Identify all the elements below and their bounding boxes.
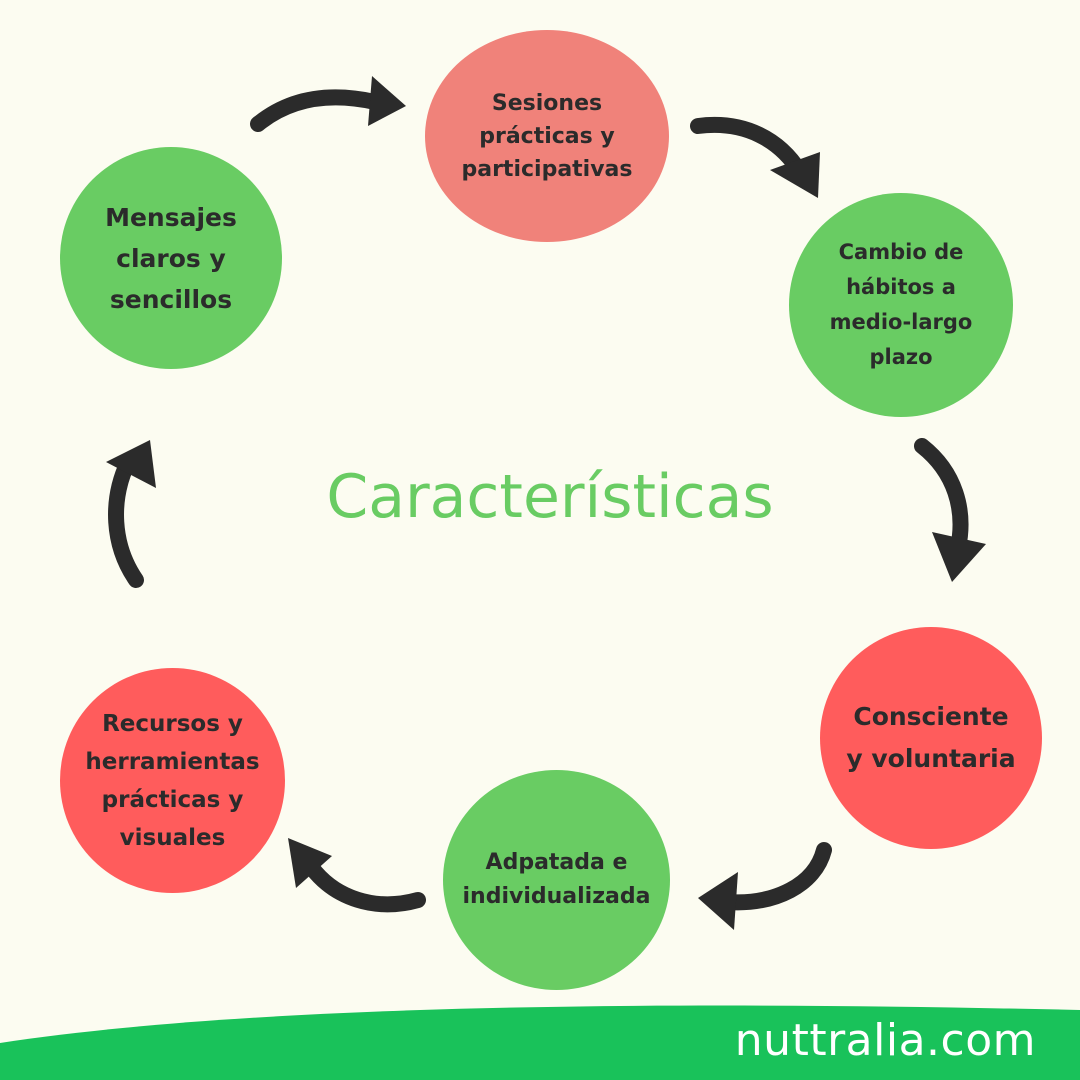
- node-sesiones: Sesiones prácticas y participativas: [425, 30, 669, 242]
- arrow-adaptada-to-recursos: [288, 838, 426, 913]
- node-recursos-label: Recursos y herramientas prácticas y visu…: [85, 710, 260, 851]
- node-recursos: Recursos y herramientas prácticas y visu…: [60, 668, 285, 893]
- arrow-consciente-to-adaptada: [698, 842, 832, 930]
- node-sesiones-label: Sesiones prácticas y participativas: [461, 90, 633, 182]
- node-cambio-label: Cambio de hábitos a medio-largo plazo: [829, 240, 973, 369]
- node-mensajes-label: Mensajes claros y sencillos: [105, 202, 237, 314]
- node-cambio: Cambio de hábitos a medio-largo plazo: [789, 193, 1013, 417]
- brand-url: nuttralia.com: [734, 1015, 1036, 1066]
- diagram-title: Características: [326, 462, 774, 532]
- node-consciente-label: Consciente y voluntaria: [846, 702, 1016, 773]
- arrow-cambio-to-consciente: [914, 438, 986, 582]
- arrow-mensajes-to-sesiones: [250, 76, 406, 132]
- arrow-recursos-to-mensajes: [106, 440, 156, 588]
- arrow-sesiones-to-cambio: [690, 117, 820, 198]
- node-mensajes: Mensajes claros y sencillos: [60, 147, 282, 369]
- node-adaptada: Adpatada e individualizada: [443, 770, 670, 990]
- node-adaptada-label: Adpatada e individualizada: [462, 850, 651, 909]
- node-consciente: Consciente y voluntaria: [820, 627, 1042, 849]
